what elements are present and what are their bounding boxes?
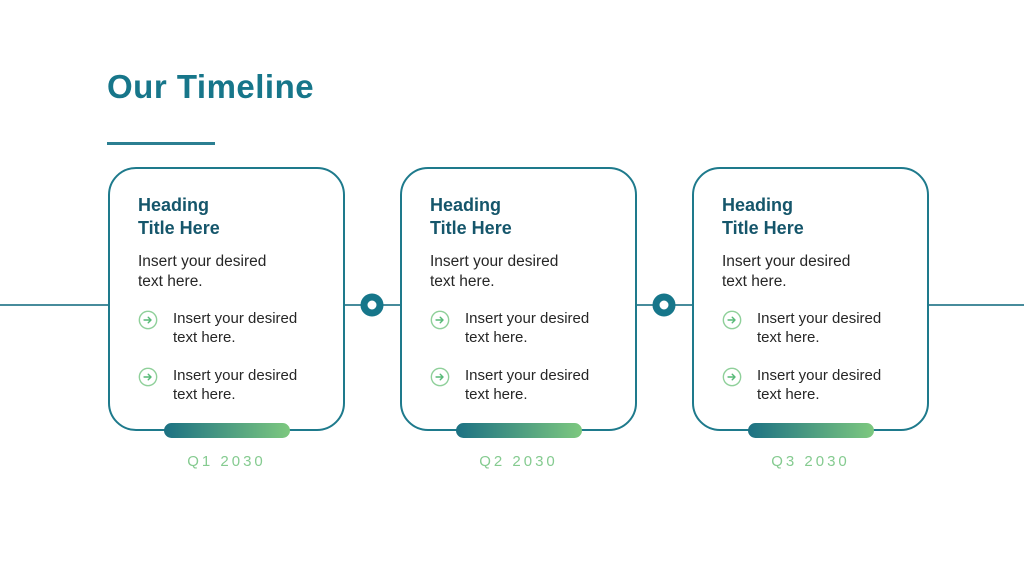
card-heading-line2: Title Here [138, 218, 220, 238]
card-description: Insert your desired text here. [138, 253, 267, 290]
timeline-dot-icon [652, 293, 676, 317]
quarter-label-q2: Q2 2030 [479, 453, 558, 470]
timeline-card-q3: Heading Title Here Insert your desired t… [692, 167, 929, 438]
bullet-text: Insert your desired text here. [757, 367, 882, 403]
bullet-text: Insert your desired text here. [465, 367, 590, 403]
arrow-circle-right-icon [138, 310, 158, 330]
page-title: Our Timeline [107, 68, 315, 105]
bullet-list: Insert your desired text here. Insert yo… [722, 309, 911, 404]
bullet-list: Insert your desired text here. Insert yo… [138, 309, 327, 404]
bullet-list: Insert your desired text here. Insert yo… [430, 309, 619, 404]
timeline-card-q2: Heading Title Here Insert your desired t… [400, 167, 637, 438]
bullet-item: Insert your desired text here. [722, 309, 911, 347]
arrow-circle-right-icon [430, 310, 450, 330]
card-heading: Heading Title Here [430, 194, 619, 240]
card-description: Insert your desired text here. [430, 253, 559, 290]
gradient-progress-pill [747, 423, 874, 438]
card-heading: Heading Title Here [722, 194, 911, 240]
bullet-text: Insert your desired text here. [757, 310, 882, 346]
title-underline [107, 142, 215, 145]
bullet-item: Insert your desired text here. [430, 309, 619, 347]
quarter-label-q1: Q1 2030 [187, 453, 266, 470]
card-heading-line1: Heading [722, 195, 794, 215]
arrow-circle-right-icon [722, 367, 742, 387]
arrow-circle-right-icon [722, 310, 742, 330]
bullet-item: Insert your desired text here. [722, 366, 911, 404]
card-heading-line2: Title Here [722, 218, 804, 238]
arrow-circle-right-icon [430, 367, 450, 387]
bullet-text: Insert your desired text here. [173, 367, 298, 403]
bullet-text: Insert your desired text here. [465, 310, 590, 346]
bullet-item: Insert your desired text here. [430, 366, 619, 404]
bullet-item: Insert your desired text here. [138, 309, 327, 347]
card-heading-line1: Heading [138, 195, 210, 215]
card-heading-line2: Title Here [430, 218, 512, 238]
timeline-card-q1: Heading Title Here Insert your desired t… [108, 167, 345, 438]
timeline-dot-icon [360, 293, 384, 317]
gradient-progress-pill [163, 423, 290, 438]
gradient-progress-pill [455, 423, 582, 438]
card-description: Insert your desired text here. [722, 253, 851, 290]
arrow-circle-right-icon [138, 367, 158, 387]
bullet-item: Insert your desired text here. [138, 366, 327, 404]
card-heading: Heading Title Here [138, 194, 327, 240]
card-heading-line1: Heading [430, 195, 502, 215]
quarter-label-q3: Q3 2030 [771, 453, 850, 470]
bullet-text: Insert your desired text here. [173, 310, 298, 346]
